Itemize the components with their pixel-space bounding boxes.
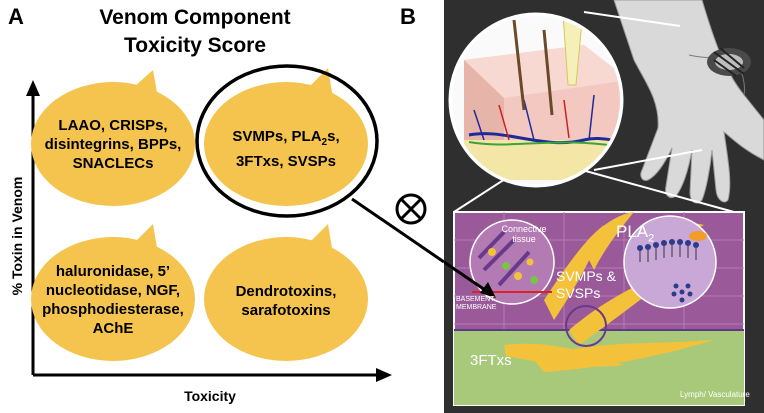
bubble-bottom-right xyxy=(204,224,368,361)
tissue-diagram xyxy=(453,211,745,406)
title-line-1: Venom Component xyxy=(99,6,291,29)
bubble-text-bottom-right: Dendrotoxins, sarafotoxins xyxy=(235,283,337,319)
lipid-bilayer xyxy=(639,245,697,262)
y-axis-label: % Toxin in Venom xyxy=(9,176,25,296)
x-axis-arrowhead xyxy=(376,368,392,382)
panel-a-title: Venom Component Toxicity Score xyxy=(60,4,330,60)
zoom-line-mid xyxy=(593,149,703,171)
y-axis-arrowhead xyxy=(26,80,40,96)
connector-arrowhead xyxy=(480,282,496,298)
ftxs-label: 3FTxs xyxy=(470,352,512,369)
zoom-line-right xyxy=(563,164,735,213)
connector-line-a xyxy=(351,197,444,264)
panel-a-graphic xyxy=(26,64,444,382)
basement-membrane-label: BASEMENT MEMBRANE xyxy=(456,296,497,311)
pla2-label: PLA2 xyxy=(616,222,655,245)
zoom-line-top xyxy=(583,11,681,27)
bubble-text-top-right: SVMPs, PLA2s, 3FTxs, SVSPs xyxy=(232,128,340,170)
panel-a-letter: A xyxy=(8,4,24,29)
collagen-fibers xyxy=(477,230,531,287)
bubble-top-left xyxy=(31,70,195,206)
bubble-bottom-left xyxy=(31,224,195,361)
snake-bracelet-icon xyxy=(707,47,751,77)
connective-tissue-label: Connective tissue xyxy=(501,224,547,244)
svmps-svsps-label: SVMPs & SVSPs xyxy=(556,268,616,301)
connector-line-b xyxy=(444,260,489,294)
panel-b-letter: B xyxy=(400,4,416,29)
inhibit-symbol-icon xyxy=(395,193,427,225)
lymph-vasculature-label: Lymph/ Vasculature xyxy=(680,390,750,399)
highlight-circle xyxy=(195,64,379,218)
micelle xyxy=(671,283,693,303)
bubble-text-top-left: LAAO, CRISPs, disintegrins, BPPs, SNACLE… xyxy=(44,117,182,172)
panel-b-illustration xyxy=(444,0,764,406)
hand-illustration xyxy=(613,0,764,204)
title-line-2: Toxicity Score xyxy=(124,34,266,57)
x-axis-label: Toxicity xyxy=(184,388,236,404)
skin-cross-section xyxy=(448,12,624,188)
bubble-text-bottom-left: haluronidase, 5’ nucleotidase, NGF, phos… xyxy=(42,263,184,337)
